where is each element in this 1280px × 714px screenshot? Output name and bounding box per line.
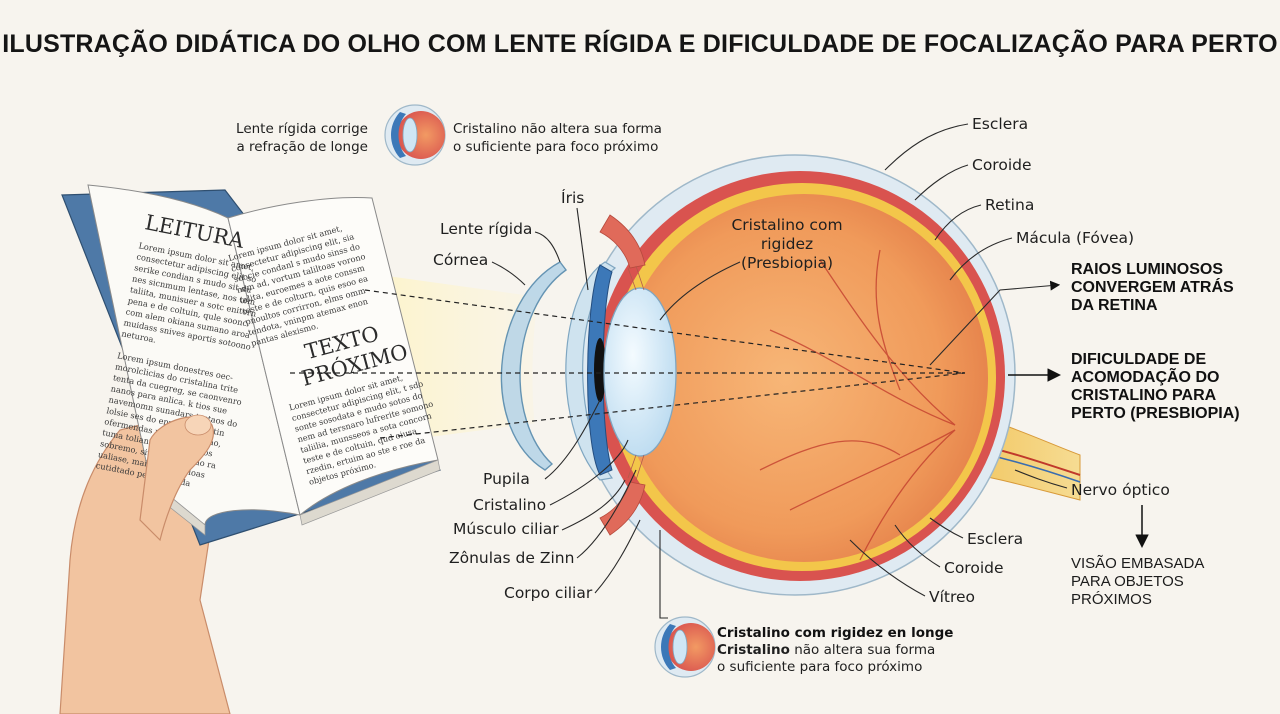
label-nervo-optico: Nervo óptico: [1071, 481, 1170, 499]
note-blurred-2: PARA OBJETOS: [1071, 573, 1184, 590]
label-zonulas-de-zinn: Zônulas de Zinn: [449, 549, 574, 567]
lens-label: Cristalino com rigidez (Presbiopia): [659, 216, 843, 321]
bottom-callout-line2: Cristalino não altera sua forma: [717, 642, 935, 658]
bottom-callout-line1: Cristalino com rigidez en longe: [717, 625, 953, 641]
label-macula: Mácula (Fóvea): [1016, 229, 1134, 247]
label-esclera-bottom: Esclera: [967, 530, 1023, 548]
label-lente-rigida: Lente rígida: [440, 220, 532, 238]
note-accommodation-2: ACOMODAÇÃO DO: [1071, 366, 1219, 386]
bottom-callout: Cristalino com rigidez en longe Cristali…: [654, 530, 953, 678]
label-esclera-top: Esclera: [972, 115, 1028, 133]
top-callout-right-1: Cristalino não altera sua forma: [453, 121, 662, 137]
label-cornea: Córnea: [433, 251, 488, 269]
crystalline-lens: [603, 287, 677, 457]
note-rays-3: DA RETINA: [1071, 297, 1158, 314]
top-callout-right-2: o suficiente para foco próximo: [453, 139, 658, 155]
page-title: ILUSTRAÇÃO DIDÁTICA DO OLHO COM LENTE RÍ…: [2, 28, 1278, 58]
note-accommodation-3: CRISTALINO PARA: [1071, 387, 1217, 404]
ciliary-body: [599, 214, 646, 269]
top-callout-left-1: Lente rígida corrige: [236, 121, 368, 137]
label-cristalino: Cristalino: [473, 496, 546, 514]
rigid-contact-lens: [500, 261, 567, 471]
top-callout: Lente rígida corrige a refração de longe…: [236, 104, 662, 166]
label-pupila: Pupila: [483, 470, 530, 488]
pupil: [594, 338, 606, 402]
lens-label-2: rigidez: [761, 235, 813, 253]
note-accommodation-4: PERTO (PRESBIOPIA): [1071, 405, 1240, 422]
lens-label-3: (Presbiopia): [741, 254, 833, 272]
note-blurred-1: VISÃO EMBASADA: [1071, 555, 1204, 572]
label-vitreo: Vítreo: [929, 588, 975, 606]
book-illustration: LEITURA Lorem ipsum dolor sit amet,conse…: [59, 184, 441, 714]
thumb: [139, 416, 214, 542]
vitreous-body: [620, 194, 988, 562]
left-labels: Lente rígida Córnea Íris Pupila Cristali…: [433, 188, 641, 602]
label-retina: Retina: [985, 196, 1034, 214]
label-iris: Íris: [561, 188, 584, 207]
label-corpo-ciliar: Corpo ciliar: [504, 584, 593, 602]
top-callout-left-2: a refração de longe: [236, 139, 368, 155]
note-rays-1: RAIOS LUMINOSOS: [1071, 261, 1223, 278]
right-labels: Esclera Coroide Retina Mácula (Fóvea) Ne…: [849, 115, 1170, 606]
light-rays: [290, 289, 966, 439]
note-accommodation-1: DIFICULDADE DE: [1071, 351, 1206, 368]
bottom-callout-line2-rest: não altera sua forma: [790, 642, 935, 658]
label-musculo-ciliar: Músculo ciliar: [453, 520, 559, 538]
cornea: [565, 261, 617, 481]
label-coroide-top: Coroide: [972, 156, 1032, 174]
bottom-callout-line3: o suficiente para foco próximo: [717, 659, 922, 675]
label-coroide-bottom: Coroide: [944, 559, 1004, 577]
note-rays-2: CONVERGEM ATRÁS: [1071, 277, 1234, 296]
bottom-callout-line2-bold: Cristalino: [717, 642, 790, 658]
lens-label-1: Cristalino com: [731, 216, 842, 234]
side-notes: RAIOS LUMINOSOS CONVERGEM ATRÁS DA RETIN…: [929, 261, 1240, 608]
note-blurred-3: PRÓXIMOS: [1071, 591, 1152, 608]
